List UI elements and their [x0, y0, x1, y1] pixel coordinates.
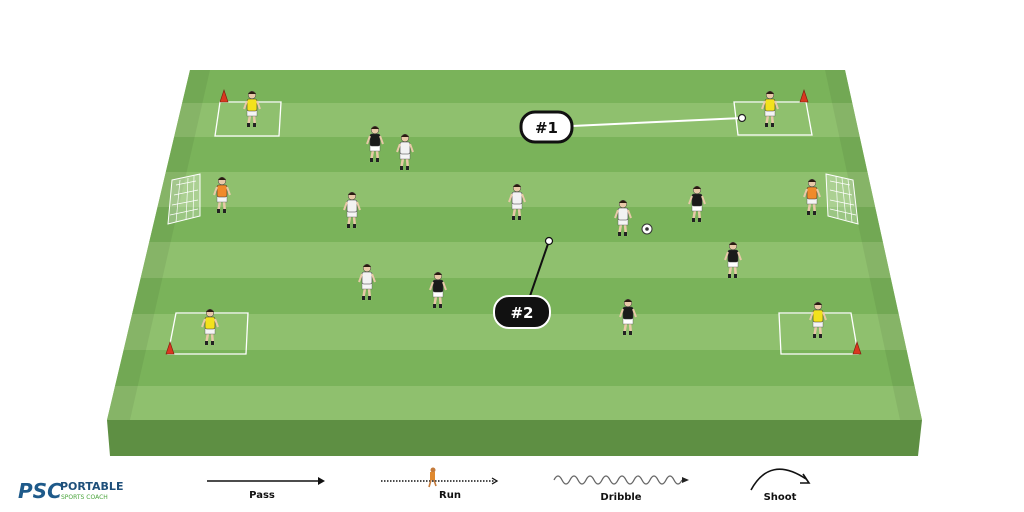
cone-icon [219, 89, 229, 103]
pitch-front-face [107, 420, 922, 456]
pitch-stripes [107, 70, 922, 420]
cones [165, 89, 862, 355]
target-box-top-right [733, 101, 813, 136]
run-dotted-arrow-icon [381, 467, 499, 488]
player-black-team [366, 125, 384, 163]
player-white-team [343, 191, 361, 229]
player-keeper-yellow [201, 308, 219, 346]
players [201, 90, 827, 346]
cone-icon [165, 341, 175, 355]
player-black-team [429, 271, 447, 309]
callout-1-label: #1 [535, 119, 558, 137]
pitch-stripe [107, 137, 922, 172]
pitch-stripe [107, 70, 922, 103]
player-black-team [724, 241, 742, 279]
pitch-stripe [107, 386, 922, 420]
legend-shoot-label: Shoot [764, 492, 797, 503]
legend-pass: Pass [207, 477, 325, 501]
legend-dribble: Dribble [553, 475, 689, 503]
player-black-team [619, 298, 637, 336]
legend-run-label: Run [439, 490, 461, 501]
player-white-team [508, 183, 526, 221]
logo-line1: PORTABLE [60, 480, 123, 493]
legend-run: Run [381, 467, 499, 501]
callout-2-label: #2 [510, 304, 533, 322]
pitch-stripe [107, 103, 922, 137]
legend: Pass Run Dribble Shoot [207, 467, 811, 503]
player-keeper-yellow [243, 90, 261, 128]
ball [641, 223, 653, 235]
pitch-stripe [107, 242, 922, 278]
shoot-curved-arrow-icon [750, 468, 811, 491]
legend-pass-label: Pass [249, 490, 275, 501]
psc-logo: PSC PORTABLE SPORTS COACH [18, 479, 123, 503]
target-box-bottom-left [167, 312, 249, 355]
player-white-team [358, 263, 376, 301]
dribble-wavy-arrow-icon [553, 475, 689, 485]
player-keeper-yellow [761, 90, 779, 128]
goal-right [825, 173, 859, 225]
goals [167, 173, 859, 225]
pitch-stripe [107, 350, 922, 386]
callout-2: #2 [493, 236, 554, 329]
player-goalkeeper-orange [213, 176, 231, 214]
legend-shoot: Shoot [750, 468, 811, 503]
player-white-team [396, 133, 414, 171]
pitch-edge [107, 70, 210, 420]
goal-left [167, 173, 201, 225]
cone-icon [852, 341, 862, 355]
callout-1: #1 [519, 110, 747, 144]
logo-line2: SPORTS COACH [61, 494, 108, 501]
pass-arrow-icon [207, 477, 325, 485]
legend-dribble-label: Dribble [600, 492, 641, 503]
logo-mark: PSC [18, 479, 62, 503]
pitch-markings [167, 101, 859, 355]
player-goalkeeper-orange [803, 178, 821, 216]
player-keeper-yellow [809, 301, 827, 339]
player-black-team [688, 185, 706, 223]
runner-icon [428, 467, 437, 488]
player-white-team [614, 199, 632, 237]
pitch-edge [825, 70, 922, 420]
target-box-top-left [214, 101, 282, 137]
cone-icon [799, 89, 809, 103]
